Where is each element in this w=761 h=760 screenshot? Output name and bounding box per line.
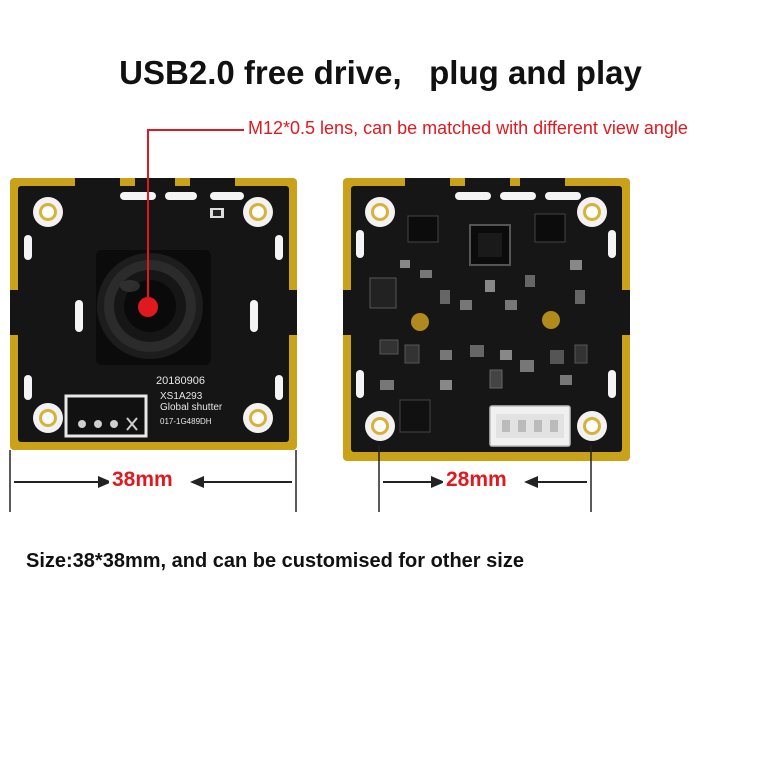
back-width-label: 28mm	[443, 468, 510, 492]
dimension-28mm	[378, 445, 592, 512]
back-mount-holes	[365, 197, 607, 441]
callout-leader-line	[147, 129, 244, 307]
front-mount-holes	[33, 197, 273, 433]
back-usb-connector	[489, 405, 571, 447]
dimension-38mm	[9, 450, 297, 512]
silkscreen-model: XS1A293	[160, 391, 203, 402]
back-camera-board	[343, 178, 630, 461]
lens-callout-text: M12*0.5 lens, can be matched with differ…	[248, 118, 688, 138]
size-note: Size:38*38mm, and can be customised for …	[26, 550, 524, 572]
silkscreen-shutter: Global shutter	[160, 402, 223, 413]
headline: USB2.0 free drive, plug and play	[119, 54, 642, 91]
back-components	[369, 213, 588, 433]
front-width-label: 38mm	[109, 468, 176, 492]
back-board-pcb	[351, 186, 622, 452]
front-connector	[64, 394, 148, 438]
silkscreen-code: 017-1G489DH	[160, 417, 212, 426]
front-camera-board: 20180906 XS1A293 Global shutter 017-1G48…	[10, 129, 297, 450]
silkscreen-date: 20180906	[156, 375, 205, 387]
